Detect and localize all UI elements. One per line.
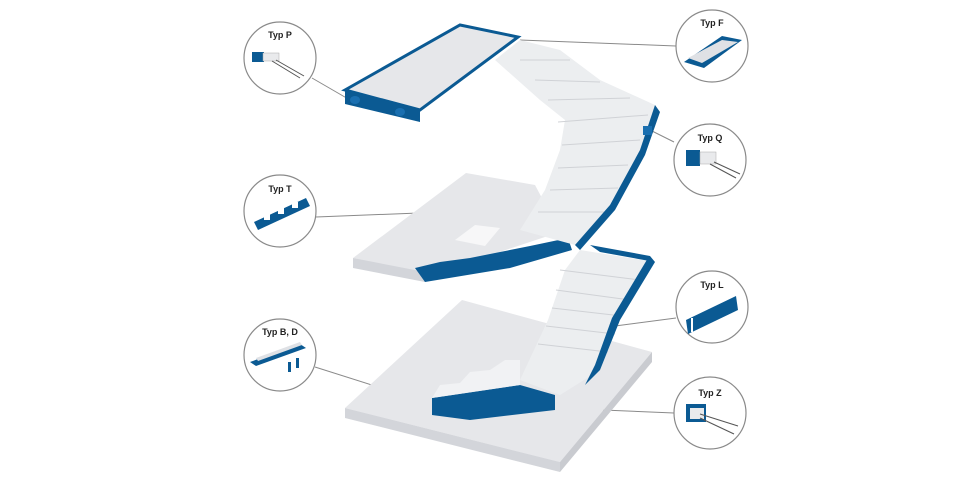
callout-label-t: Typ T [268, 184, 292, 194]
typ-f-product-icon [684, 36, 742, 68]
typ-z-product-icon [686, 404, 739, 435]
typ-q-product-icon [686, 150, 741, 179]
leader-line-l [614, 317, 677, 327]
callout-label-l: Typ L [700, 280, 724, 290]
middle-landing [353, 173, 572, 282]
leader-line-q [649, 129, 675, 143]
callout-label-bd: Typ B, D [262, 327, 298, 337]
callout-circle-p [243, 21, 317, 95]
typ-l-product-icon [686, 296, 738, 334]
callout-label-p: Typ P [268, 30, 292, 40]
callout-label-z: Typ Z [698, 388, 722, 398]
lower-flight [520, 245, 655, 395]
typ-bd-product-icon [250, 342, 306, 372]
upper-flight [495, 40, 660, 250]
top-landing [341, 23, 522, 122]
leader-line-f [519, 39, 677, 47]
leader-line-p [311, 77, 351, 101]
typ-p-product-icon [252, 52, 305, 79]
typ-t-product-icon [254, 198, 310, 230]
callout-label-f: Typ F [700, 18, 724, 28]
callout-label-q: Typ Q [698, 133, 723, 143]
